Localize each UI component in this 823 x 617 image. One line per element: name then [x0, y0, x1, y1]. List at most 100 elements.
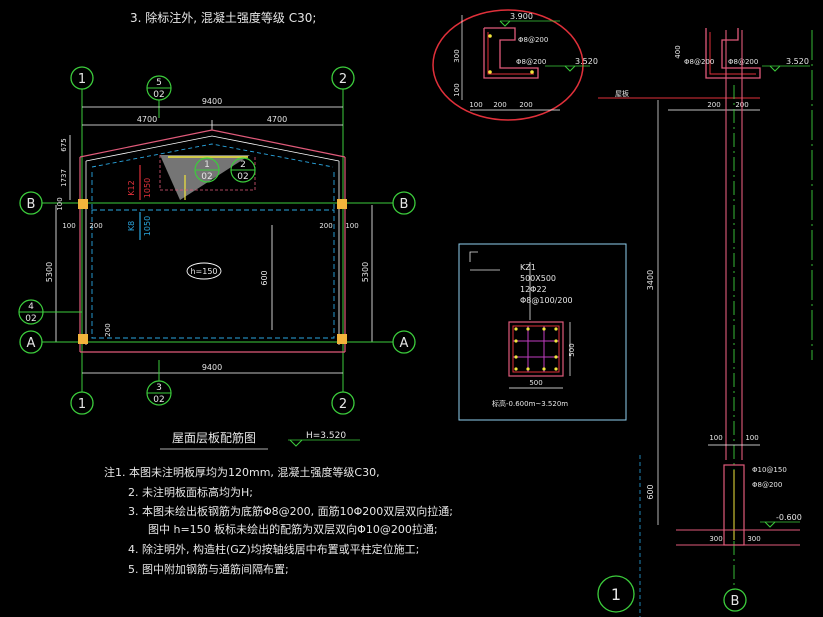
eave-level-bottom: 3.520: [575, 57, 598, 66]
column-a1[interactable]: [78, 334, 88, 344]
axis-bubble-2-bottom[interactable]: 2: [331, 391, 355, 415]
note-4: 4. 除注明外, 构造柱(GZ)均按轴线居中布置或平柱定位施工;: [128, 542, 419, 556]
col-dim-400: 400: [674, 45, 682, 58]
detail-4-sheet: 02: [25, 314, 36, 324]
rebar-k12: K12: [127, 180, 136, 195]
dim-5300-right: 5300: [361, 262, 370, 282]
dim-4700-left: 4700: [137, 115, 157, 124]
kz1-dim-500-v: 500: [568, 343, 576, 356]
col-dim-3400: 3400: [646, 270, 655, 290]
detail-5-sheet: 02: [153, 90, 164, 100]
dim-200-b-right: 200: [319, 222, 332, 230]
detail-3-sheet: 02: [153, 395, 164, 405]
kz1-stirrup: Φ8@100/200: [520, 296, 573, 305]
eave-dim-100-v: 100: [453, 83, 461, 96]
detail-2-sheet: 02: [237, 172, 248, 182]
plan-level: H=3.520: [306, 431, 346, 441]
note-3: 3. 本图未绘出板钢筋为底筋Φ8@200, 面筋10Φ200双层双向拉通;: [128, 504, 453, 518]
eave-dim-100: 100: [469, 101, 482, 109]
kz1-id: KZ1: [520, 263, 536, 272]
column-elevation: Φ8@200 Φ8@200 3.520 400 200 200 屋板 3400 …: [597, 28, 813, 617]
axis-bubble-a-right[interactable]: A: [392, 330, 416, 354]
dim-100-b-left: 100: [62, 222, 75, 230]
detail-1-num: 1: [204, 160, 210, 170]
col-detail-num: 1: [611, 585, 621, 604]
column-b1[interactable]: [78, 199, 88, 209]
detail-bubble-2[interactable]: 2 02: [230, 157, 256, 183]
axis-bubble-a-left[interactable]: A: [19, 330, 43, 354]
axis-bubble-2-top[interactable]: 2: [331, 66, 355, 90]
dim-1050-a: 1050: [143, 178, 152, 198]
eave-rebar-1: Φ8@200: [518, 36, 548, 44]
axis-bubble-b-right[interactable]: B: [392, 191, 416, 215]
slab-tag-label: h=150: [190, 267, 217, 276]
dim-9400-bottom: 9400: [202, 363, 222, 372]
detail-bubble-3[interactable]: 3 02: [146, 360, 172, 406]
col-dim-300-a: 300: [709, 535, 722, 543]
dim-100-v: 100: [56, 197, 64, 210]
col-rebar-foot: Φ10@150: [752, 466, 787, 474]
col-axis-b-label: B: [731, 594, 740, 609]
axis-bubble-1-top[interactable]: 1: [70, 66, 94, 90]
axis-bubble-b-left[interactable]: B: [19, 191, 43, 215]
axis-bubble-b-col[interactable]: B: [723, 588, 747, 612]
hatch-triangle: [160, 155, 250, 200]
axis-a-left-label: A: [27, 336, 36, 351]
dim-4700-right: 4700: [267, 115, 287, 124]
dim-100-b-right: 100: [345, 222, 358, 230]
eave-dim-300: 300: [453, 49, 461, 62]
axis-a-right-label: A: [400, 336, 409, 351]
column-a2[interactable]: [337, 334, 347, 344]
kz1-dim-500-h: 500: [529, 379, 542, 387]
kz1-bars: 12Φ22: [520, 285, 547, 294]
highlight-circle: [432, 9, 584, 121]
col-dim-300-b: 300: [747, 535, 760, 543]
roof-slab-plan: 1 2 5 02 9400 4700 4700 675 1737 5300: [18, 66, 416, 450]
col-level-bottom: -0.600: [776, 513, 802, 522]
eave-dim-200-a: 200: [493, 101, 506, 109]
dim-9400-top: 9400: [202, 97, 222, 106]
detail-bubble-1[interactable]: 1 02: [194, 157, 220, 183]
kz1-section-box[interactable]: KZ1 500X500 12Φ22 Φ8@100/200 500 500 标高-…: [458, 243, 627, 421]
col-rebar-top-b: Φ8@200: [684, 58, 714, 66]
note-1: 注1. 本图未注明板厚均为120mm, 混凝土强度等级C30,: [104, 465, 380, 479]
detail-3-num: 3: [156, 383, 162, 393]
detail-5-num: 5: [156, 78, 162, 88]
col-level-top: 3.520: [786, 57, 809, 66]
plan-title: 屋面层板配筋图: [172, 430, 256, 445]
eave-level-top: 3.900: [510, 12, 533, 21]
col-slab-label: 屋板: [615, 89, 629, 98]
detail-number-1[interactable]: 1: [597, 575, 635, 613]
axis-1-top-label: 1: [78, 72, 86, 87]
rebar-k8: K8: [127, 221, 136, 231]
col-dim-100-b: 100: [745, 434, 758, 442]
detail-4-num: 4: [28, 302, 34, 312]
axis-2-top-label: 2: [339, 72, 347, 87]
col-rebar-foot-b: Φ8@200: [752, 481, 782, 489]
col-dim-200-a: 200: [707, 101, 720, 109]
detail-bubble-4[interactable]: 4 02: [18, 299, 82, 325]
note-3b: 图中 h=150 板标未绘出的配筋为双层双向Φ10@200拉通;: [148, 522, 438, 536]
dim-1737: 1737: [60, 169, 68, 187]
detail-1-sheet: 02: [201, 172, 212, 182]
axis-b-right-label: B: [400, 197, 409, 212]
column-b2[interactable]: [337, 199, 347, 209]
dim-200-a: 200: [104, 323, 112, 336]
detail-2-num: 2: [240, 160, 246, 170]
dim-200-b-left: 200: [89, 222, 102, 230]
dim-675: 675: [60, 138, 68, 151]
kz1-range: 标高-0.600m~3.520m: [492, 399, 568, 408]
level-marker: [289, 439, 303, 447]
col-dim-600: 600: [646, 484, 655, 499]
slab-tag[interactable]: h=150: [186, 262, 222, 280]
top-note: 3. 除标注外, 混凝土强度等级 C30;: [130, 10, 316, 25]
axis-1-bottom-label: 1: [78, 397, 86, 412]
kz1-size: 500X500: [520, 274, 556, 283]
axis-bubble-1-bottom[interactable]: 1: [70, 391, 94, 415]
axis-2-bottom-label: 2: [339, 397, 347, 412]
eave-detail: 3.900 Φ8@200 Φ8@200 3.520 300 100 100 20…: [432, 9, 598, 121]
note-2: 2. 未注明板面标高均为H;: [128, 485, 253, 499]
note-5: 5. 图中附加钢筋与通筋间隔布置;: [128, 562, 289, 576]
detail-bubble-5[interactable]: 5 02: [146, 75, 172, 118]
